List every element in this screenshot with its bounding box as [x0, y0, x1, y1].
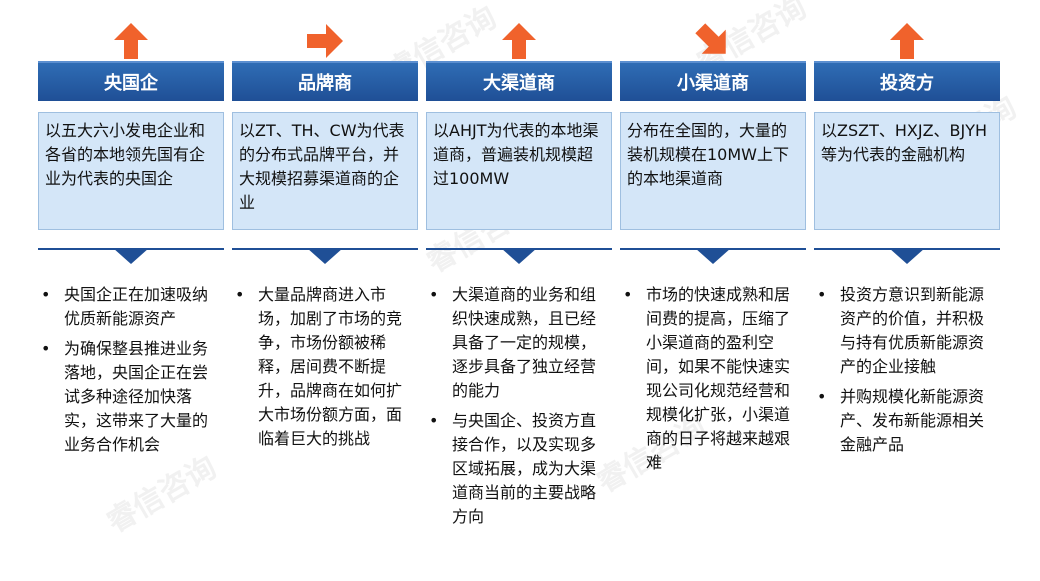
bullet-list: 央国企正在加速吸纳优质新能源资产 为确保整县推进业务落地，央国企正在尝试多种途径… — [38, 283, 224, 463]
column-header: 品牌商 — [232, 61, 418, 101]
bullet-item: 为确保整县推进业务落地，央国企正在尝试多种途径加快落实，这带来了大量的业务合作机… — [38, 337, 224, 457]
bullet-list: 投资方意识到新能源资产的价值，并积极与持有优质新能源资产的企业接触 并购规模化新… — [814, 283, 1000, 463]
divider-chevron-down-icon — [232, 243, 418, 264]
divider-chevron-down-icon — [38, 243, 224, 264]
trend-arrow-up-icon — [38, 20, 224, 62]
trend-arrow-up-icon — [814, 20, 1000, 62]
trend-arrow-down-right-icon — [620, 20, 806, 62]
bullet-list: 市场的快速成熟和居间费的提高，压缩了小渠道商的盈利空间，如果不能快速实现公司化规… — [620, 283, 806, 481]
column-large-channel: 大渠道商 以AHJT为代表的本地渠道商，普遍装机规模超过100MW 大渠道商的业… — [426, 0, 612, 581]
bullet-item: 央国企正在加速吸纳优质新能源资产 — [38, 283, 224, 331]
bullet-item: 大量品牌商进入市场，加剧了市场的竞争，市场份额被稀释，居间费不断提升，品牌商在如… — [232, 283, 418, 451]
column-brand: 品牌商 以ZT、TH、CW为代表的分布式品牌平台，并大规模招募渠道商的企业 大量… — [232, 0, 418, 581]
column-description: 以AHJT为代表的本地渠道商，普遍装机规模超过100MW — [426, 112, 612, 230]
column-description: 以ZSZT、HXJZ、BJYH等为代表的金融机构 — [814, 112, 1000, 230]
divider-chevron-down-icon — [814, 243, 1000, 264]
divider-chevron-down-icon — [426, 243, 612, 264]
bullet-item: 投资方意识到新能源资产的价值，并积极与持有优质新能源资产的企业接触 — [814, 283, 1000, 379]
column-description: 分布在全国的，大量的装机规模在10MW上下的本地渠道商 — [620, 112, 806, 230]
trend-arrow-up-icon — [426, 20, 612, 62]
column-header: 央国企 — [38, 61, 224, 101]
column-header: 大渠道商 — [426, 61, 612, 101]
column-header: 投资方 — [814, 61, 1000, 101]
column-small-channel: 小渠道商 分布在全国的，大量的装机规模在10MW上下的本地渠道商 市场的快速成熟… — [620, 0, 806, 581]
trend-arrow-right-icon — [232, 20, 418, 62]
divider-chevron-down-icon — [620, 243, 806, 264]
bullet-item: 大渠道商的业务和组织快速成熟，且已经具备了一定的规模，逐步具备了独立经营的能力 — [426, 283, 612, 403]
bullet-item: 市场的快速成熟和居间费的提高，压缩了小渠道商的盈利空间，如果不能快速实现公司化规… — [620, 283, 806, 475]
column-description: 以五大六小发电企业和各省的本地领先国有企业为代表的央国企 — [38, 112, 224, 230]
column-investor: 投资方 以ZSZT、HXJZ、BJYH等为代表的金融机构 投资方意识到新能源资产… — [814, 0, 1000, 581]
column-central-soe: 央国企 以五大六小发电企业和各省的本地领先国有企业为代表的央国企 央国企正在加速… — [38, 0, 224, 581]
column-header: 小渠道商 — [620, 61, 806, 101]
bullet-list: 大渠道商的业务和组织快速成熟，且已经具备了一定的规模，逐步具备了独立经营的能力 … — [426, 283, 612, 535]
column-description: 以ZT、TH、CW为代表的分布式品牌平台，并大规模招募渠道商的企业 — [232, 112, 418, 230]
bullet-item: 并购规模化新能源资产、发布新能源相关金融产品 — [814, 385, 1000, 457]
bullet-list: 大量品牌商进入市场，加剧了市场的竞争，市场份额被稀释，居间费不断提升，品牌商在如… — [232, 283, 418, 457]
bullet-item: 与央国企、投资方直接合作，以及实现多区域拓展，成为大渠道商当前的主要战略方向 — [426, 409, 612, 529]
